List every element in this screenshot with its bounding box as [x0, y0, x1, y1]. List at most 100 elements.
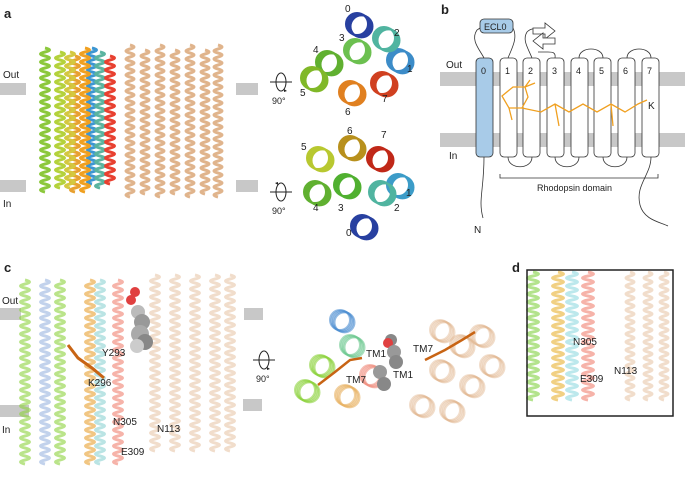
helix-coil: [479, 354, 501, 376]
helix-coil: [338, 386, 361, 409]
rotate-icon: [270, 182, 292, 202]
helix-coil: [413, 396, 436, 419]
helix-coil: [333, 311, 356, 334]
membrane-marker-in-left: [0, 180, 26, 192]
helix-ribbon: [94, 278, 106, 466]
helix-coil: [473, 326, 496, 349]
helix-ribbon: [551, 270, 565, 402]
residue-label-y293: Y293: [102, 348, 126, 359]
residue-label-k296: K296: [88, 378, 112, 389]
residue-label-e309: E309: [121, 447, 145, 458]
tm-label-tm1-a: TM1: [366, 349, 386, 360]
panel-label-d: d: [512, 260, 520, 275]
helix-number: 6: [623, 66, 628, 76]
panel-d: d N305 N113 E309: [512, 260, 674, 417]
helix-ribbon: [54, 50, 66, 190]
helix-number: 7: [647, 66, 652, 76]
helix-ribbon: [84, 278, 96, 466]
helix-ribbon: [565, 270, 579, 402]
membrane-marker-out-left: [0, 83, 26, 95]
helix-number: 0: [346, 228, 352, 239]
helix-number: 2: [528, 66, 533, 76]
rhodopsin-domain-bracket: [499, 174, 659, 179]
out-label-a: Out: [3, 70, 19, 81]
helix-ribbon: [139, 48, 151, 196]
tm-label-tm7-a: TM7: [413, 344, 433, 355]
helix-number: 7: [381, 130, 387, 141]
residue-label-e309: E309: [580, 374, 604, 385]
helix-coil: [313, 356, 336, 379]
lipid-spacefill-top: [373, 334, 403, 391]
helix-number: 7: [382, 94, 388, 105]
helix-coil: [462, 375, 484, 398]
helix-ribbon: [154, 43, 166, 199]
retinal-chromophore: [501, 79, 648, 127]
rotate-icon: [253, 350, 275, 370]
helix-coil: [480, 354, 503, 377]
helix-coil: [347, 40, 372, 65]
helix-ribbon: [104, 54, 116, 186]
membrane-marker-out-right: [236, 83, 258, 95]
helix-ribbon: [94, 50, 106, 190]
helix-number: 3: [338, 203, 344, 214]
rhodopsin-domain-label: Rhodopsin domain: [537, 183, 612, 193]
helix-ribbon: [169, 273, 181, 453]
out-label-b: Out: [446, 60, 462, 71]
helix-number: 5: [599, 66, 604, 76]
tm-label-tm1-b: TM1: [393, 370, 413, 381]
helix-coil: [310, 148, 335, 173]
protein-side-view: [39, 43, 224, 199]
helix-coil: [319, 52, 344, 77]
helix-coil: [370, 148, 395, 173]
helix-number: 1: [505, 66, 510, 76]
in-label-a: In: [3, 199, 11, 210]
helix-ribbon: [658, 270, 670, 402]
helix-ribbon: [124, 43, 136, 199]
helix-coil: [304, 68, 329, 93]
helix-coil: [372, 182, 397, 207]
helix-coil: [337, 175, 362, 200]
rotation-label-c: 90°: [256, 374, 270, 384]
helix-coil: [298, 381, 321, 404]
helix-ribbon: [212, 43, 224, 199]
helix-ribbon: [189, 273, 201, 453]
helix-number: 1: [407, 64, 413, 75]
retinal-stick: [317, 356, 363, 386]
helix-coil: [429, 359, 451, 381]
helix-coil: [349, 14, 374, 39]
closeup-frame: [526, 269, 674, 417]
protein-dimer-top-view: [294, 309, 506, 424]
helix-ribbon: [642, 270, 654, 402]
beta-strand-arrow-icon: [532, 32, 556, 50]
panel-c: c Out In Y293 K296 N305 N113 E309 90°: [0, 260, 506, 466]
ecl0-box: [479, 18, 514, 34]
beta-strand-arrow-icon: [532, 22, 556, 40]
helix-number: 1: [406, 188, 412, 199]
out-label-c: Out: [2, 296, 18, 307]
helix-coil: [429, 319, 451, 341]
helix-coil: [442, 400, 464, 423]
helix-number: 4: [576, 66, 581, 76]
helix-coil: [443, 401, 466, 424]
helix-7: [641, 57, 660, 158]
panel-label-a: a: [4, 6, 12, 21]
helix-coil: [342, 82, 367, 107]
helix-coil: [307, 182, 332, 207]
helix-ribbon: [209, 273, 221, 453]
rotate-icon: [270, 72, 292, 92]
panel-label-b: b: [441, 2, 449, 17]
protein-top-view: [300, 12, 415, 107]
helix-ribbon: [199, 48, 211, 196]
membrane-marker-in-right: [243, 399, 262, 411]
helix-ribbon: [184, 43, 196, 199]
retinal-stick: [424, 330, 476, 362]
helix-coil: [459, 374, 481, 396]
membrane-marker-out-left: [0, 308, 21, 320]
helix-coil: [343, 336, 366, 359]
helix-number: 4: [313, 203, 319, 214]
protein-bottom-view: [303, 135, 415, 241]
residue-label-n113: N113: [157, 424, 181, 435]
helix-coil: [430, 319, 453, 342]
helix-number: 4: [313, 45, 319, 56]
